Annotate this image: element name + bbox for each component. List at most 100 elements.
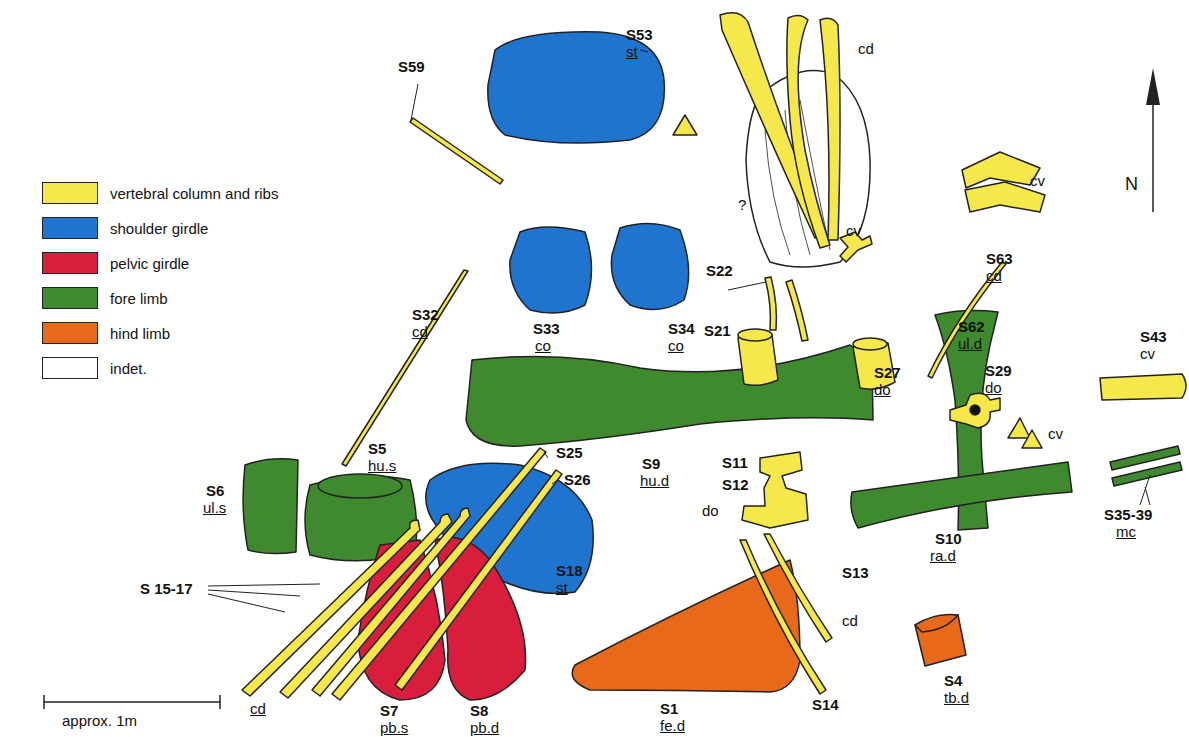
bone-shape (208, 590, 300, 596)
callout-number: S35-39 (1104, 506, 1152, 523)
bone-shape (673, 115, 697, 135)
part-label: co (668, 337, 684, 354)
callout-number: S63 (986, 250, 1013, 267)
bone-shape (1100, 374, 1186, 400)
callout-number: S 15-17 (140, 580, 193, 597)
callout-number: S14 (812, 696, 839, 713)
legend-text: pelvic girdle (110, 255, 189, 272)
bone-shape (786, 280, 808, 341)
legend-swatch (42, 217, 98, 239)
part-label: pb.d (470, 719, 499, 736)
part-label: st (556, 579, 568, 596)
bone-shape (915, 614, 958, 632)
legend-text: vertebral column and ribs (110, 185, 278, 202)
bone-shape (928, 262, 1006, 378)
bone-shape (851, 462, 1072, 528)
part-label: fe.d (660, 717, 685, 734)
callout-number: S10 (935, 530, 962, 547)
part-label: co (535, 337, 551, 354)
bone-shape (312, 508, 470, 696)
bone-shape (411, 84, 418, 120)
part-label: cv (1030, 172, 1045, 189)
bone-shape (1145, 487, 1150, 505)
part-label: ul.d (958, 335, 982, 352)
bone-shape (764, 534, 832, 642)
bone-shape (970, 405, 980, 415)
part-label: cv (1048, 425, 1063, 442)
bone-shape (342, 270, 468, 466)
bone-shape (552, 478, 560, 484)
part-label: cv (846, 222, 861, 239)
legend-text: hind limb (110, 325, 170, 342)
bone-shape (820, 18, 840, 240)
bone-shape (1146, 68, 1160, 105)
bone-shape (765, 277, 776, 330)
shape-group (243, 32, 1182, 700)
shape-group (44, 695, 220, 709)
callout-number: S21 (704, 322, 731, 339)
part-label: approx. 1m (62, 712, 137, 729)
callout-number: S62 (958, 318, 985, 335)
part-label: cv (1140, 345, 1155, 362)
bone-shape (950, 393, 1000, 428)
callout-number: S18 (556, 562, 583, 579)
callout-number: S7 (380, 702, 398, 719)
legend-text: indet. (110, 360, 147, 377)
part-label: tb.d (944, 689, 969, 706)
part-label: hu.d (640, 472, 669, 489)
part-label: pb.s (380, 719, 408, 736)
shape-group (208, 50, 1150, 612)
bone-shape (1112, 462, 1182, 486)
part-label: ul.s (203, 499, 226, 516)
part-label: ra.d (930, 547, 956, 564)
legend-text: shoulder girdle (110, 220, 208, 237)
part-label: do (874, 381, 891, 398)
part-label: cd (986, 267, 1002, 284)
callout-number: S43 (1140, 328, 1167, 345)
bone-shape (208, 594, 285, 612)
callout-number: S9 (642, 455, 660, 472)
bone-shape (742, 452, 808, 528)
part-label: cd (250, 700, 266, 717)
bone-shape (318, 474, 402, 498)
part-label: N (1125, 176, 1138, 193)
bone-shape (738, 329, 772, 341)
bone-shape (1008, 418, 1030, 438)
bone-shape (219, 695, 221, 709)
callout-number: S25 (556, 444, 583, 461)
callout-number: S22 (706, 262, 733, 279)
callout-number: S6 (206, 482, 224, 499)
bone-shape (640, 50, 648, 52)
bone-shape (544, 452, 548, 458)
bone-shape (395, 470, 562, 690)
part-label: hu.s (368, 457, 396, 474)
bone-shape (853, 338, 887, 350)
legend-swatch (42, 252, 98, 274)
legend-swatch (42, 287, 98, 309)
bone-shape (410, 118, 503, 184)
callout-number: S1 (660, 700, 678, 717)
callout-number: S12 (722, 476, 749, 493)
part-label: cd (412, 323, 428, 340)
callout-number: S29 (985, 362, 1012, 379)
callout-number: S32 (412, 306, 439, 323)
legend-text: fore limb (110, 290, 168, 307)
part-label: do (702, 502, 719, 519)
callout-number: S26 (564, 471, 591, 488)
legend-swatch (42, 182, 98, 204)
bone-shape (1022, 430, 1042, 448)
bone-shape (466, 345, 873, 446)
callout-number: S59 (398, 58, 425, 75)
callout-number: S13 (842, 564, 869, 581)
bone-shape (332, 448, 546, 700)
callout-number: S34 (668, 320, 695, 337)
part-label: st (626, 43, 638, 60)
callout-number: S33 (533, 320, 560, 337)
bone-shape (510, 227, 592, 313)
bone-shape (1140, 475, 1150, 505)
bone-shape (44, 701, 220, 703)
callout-number: S4 (944, 672, 962, 689)
part-label: cd (858, 40, 874, 57)
bone-shape (728, 282, 766, 290)
legend-swatch (42, 322, 98, 344)
